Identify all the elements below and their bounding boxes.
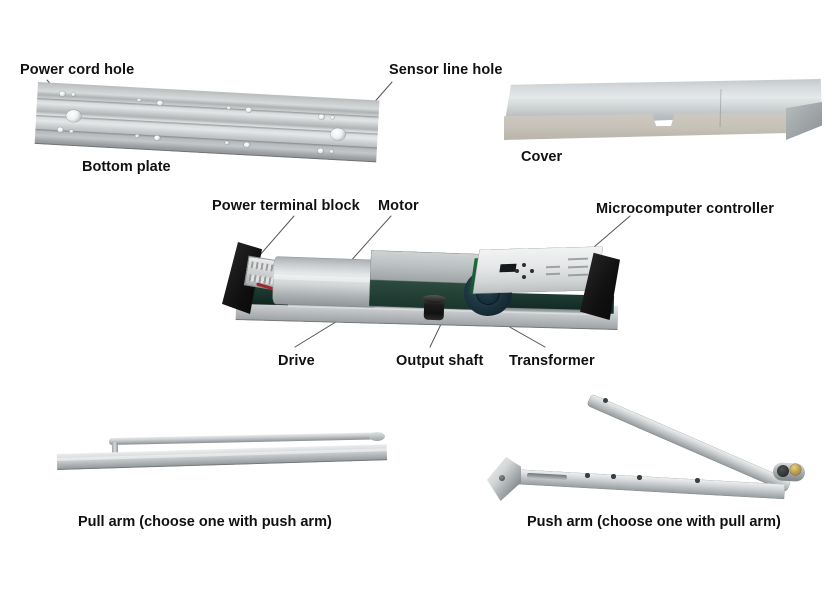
caption-cover: Cover (521, 149, 563, 165)
callout-transformer: Transformer (509, 353, 595, 369)
callout-motor: Motor (378, 198, 419, 214)
bottom-plate-body (34, 82, 380, 163)
callout-power-cord-hole: Power cord hole (20, 62, 135, 78)
push-arm-hole (611, 474, 616, 479)
controller-button (515, 269, 519, 273)
cover-end-face (786, 102, 822, 140)
push-arm-part (485, 385, 815, 510)
callout-drive: Drive (278, 353, 315, 369)
push-arm-bracket-hole (499, 475, 505, 481)
push-arm-hole (585, 473, 590, 478)
push-arm-pivot-cap (777, 465, 789, 477)
output-shaft-part (423, 297, 445, 321)
caption-pull-arm: Pull arm (choose one with push arm) (78, 514, 332, 530)
pull-arm-slide-track (56, 444, 388, 470)
controller-button (522, 275, 526, 279)
callout-power-terminal-block: Power terminal block (212, 198, 360, 214)
callout-sensor-line-hole: Sensor line hole (389, 62, 503, 78)
push-arm-pivot-bolt (790, 464, 801, 475)
microcomputer-controller-part (472, 246, 604, 294)
caption-push-arm: Push arm (choose one with pull arm) (527, 514, 781, 530)
controller-button (522, 263, 526, 267)
callout-output-shaft: Output shaft (396, 353, 484, 369)
cover-front-face (504, 113, 789, 140)
bottom-plate-part (34, 82, 380, 163)
pull-arm-rod-end (368, 431, 386, 441)
operator-assembly (222, 236, 628, 336)
push-arm-hole (637, 475, 642, 480)
caption-bottom-plate: Bottom plate (82, 159, 171, 175)
push-arm-upper-hole (603, 398, 608, 403)
pull-arm-rod (108, 432, 382, 445)
push-arm-hole (695, 478, 700, 483)
cover-part (504, 79, 822, 142)
controller-button (530, 269, 534, 273)
pull-arm-part (56, 431, 388, 480)
motor-part (272, 256, 379, 308)
callout-microcomputer-controller: Microcomputer controller (596, 201, 775, 217)
